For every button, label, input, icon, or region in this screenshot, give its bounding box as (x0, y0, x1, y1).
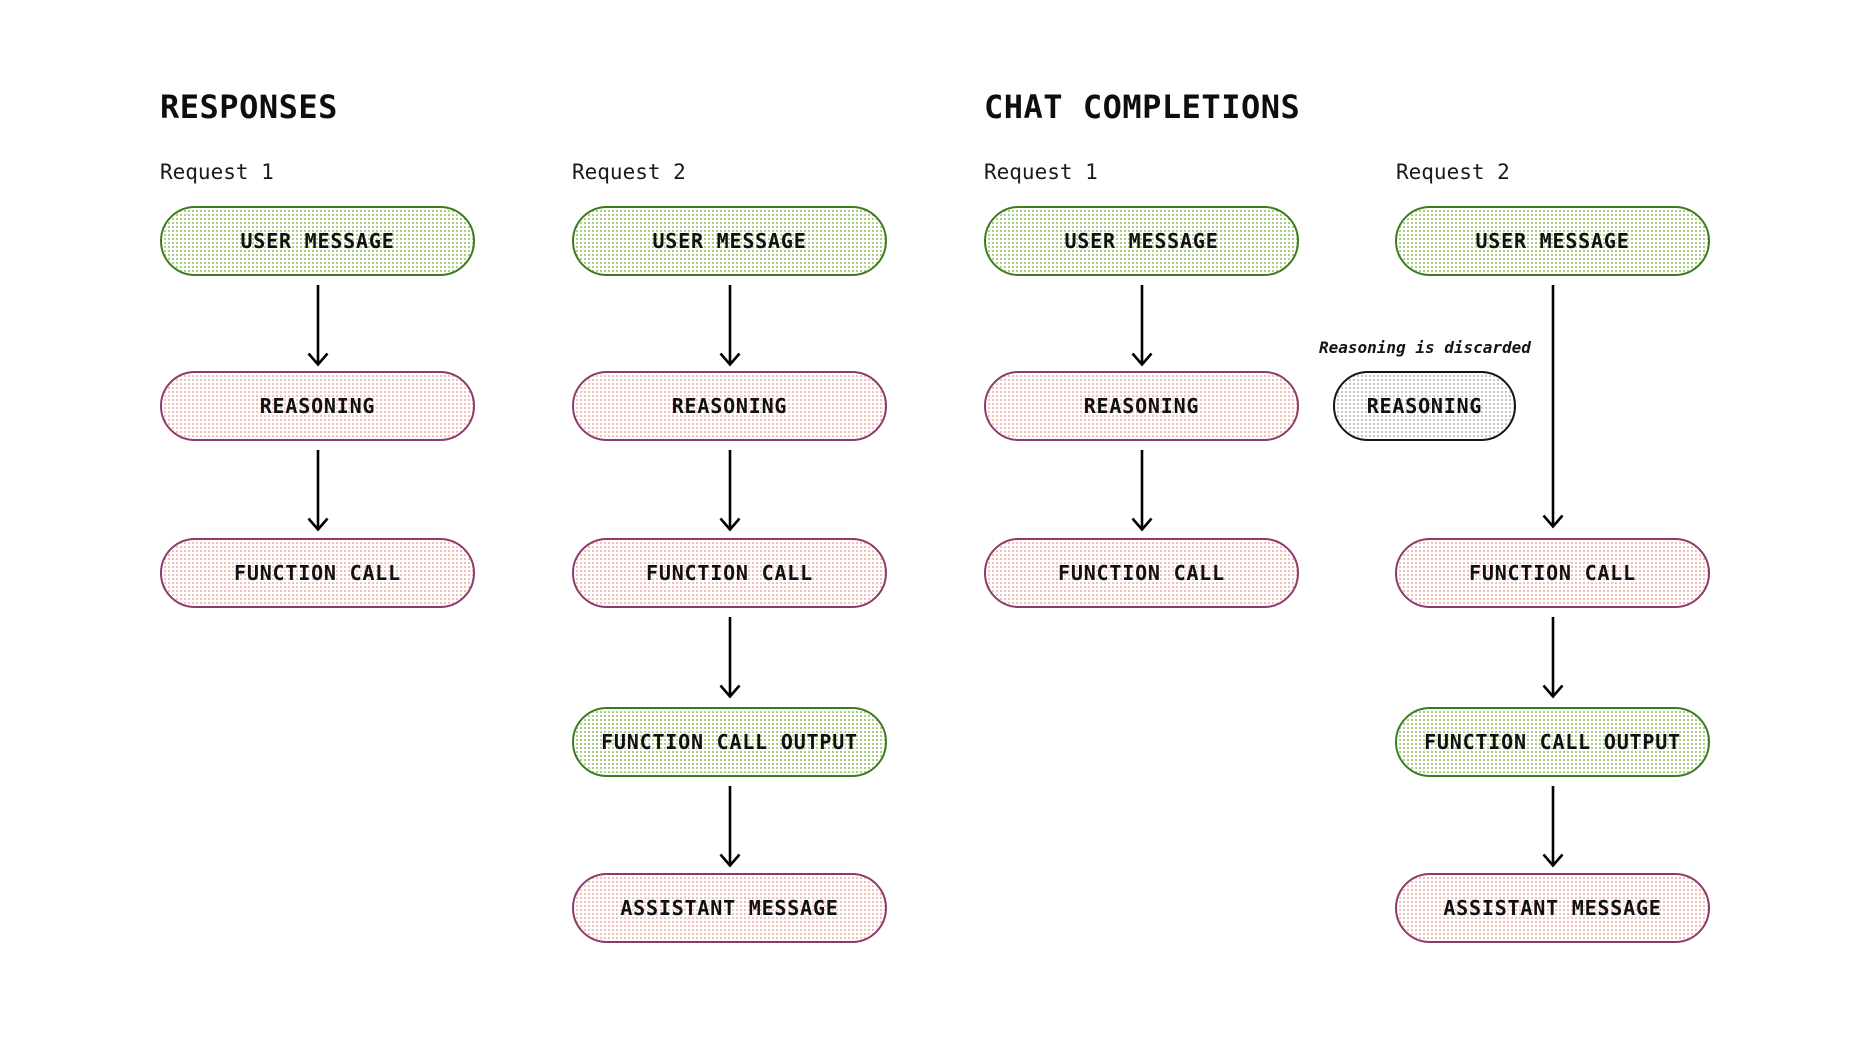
node-function-call-output: FUNCTION CALL OUTPUT (1395, 707, 1710, 777)
arrow-down-icon (719, 786, 741, 868)
node-label: REASONING (671, 394, 788, 418)
node-label: FUNCTION CALL OUTPUT (601, 730, 858, 754)
request-label-responses-1: Request 1 (160, 160, 274, 184)
node-reasoning: REASONING (572, 371, 887, 441)
section-title-chat-completions: CHAT COMPLETIONS (984, 88, 1301, 126)
arrow-down-icon (307, 450, 329, 532)
arrow-down-icon (307, 285, 329, 367)
node-function-call-output: FUNCTION CALL OUTPUT (572, 707, 887, 777)
arrow-down-icon (719, 617, 741, 699)
node-reasoning: REASONING (984, 371, 1299, 441)
node-label: FUNCTION CALL (1469, 561, 1636, 585)
node-function-call: FUNCTION CALL (160, 538, 475, 608)
node-label: REASONING (1083, 394, 1200, 418)
arrow-down-icon (1131, 285, 1153, 367)
arrow-down-icon (1131, 450, 1153, 532)
arrow-down-icon (1542, 786, 1564, 868)
annotation-reasoning-discarded: Reasoning is discarded (1319, 338, 1531, 357)
node-assistant-message: ASSISTANT MESSAGE (572, 873, 887, 943)
node-label: USER MESSAGE (1064, 229, 1219, 253)
node-reasoning: REASONING (160, 371, 475, 441)
node-function-call: FUNCTION CALL (984, 538, 1299, 608)
arrow-down-icon (719, 450, 741, 532)
node-assistant-message: ASSISTANT MESSAGE (1395, 873, 1710, 943)
request-label-chat-2: Request 2 (1396, 160, 1510, 184)
node-user-message: USER MESSAGE (1395, 206, 1710, 276)
request-label-chat-1: Request 1 (984, 160, 1098, 184)
node-label: FUNCTION CALL OUTPUT (1424, 730, 1681, 754)
node-user-message: USER MESSAGE (984, 206, 1299, 276)
node-label: ASSISTANT MESSAGE (1443, 896, 1662, 920)
request-label-responses-2: Request 2 (572, 160, 686, 184)
node-user-message: USER MESSAGE (572, 206, 887, 276)
section-title-responses: RESPONSES (160, 88, 338, 126)
node-label: FUNCTION CALL (646, 561, 813, 585)
node-function-call: FUNCTION CALL (1395, 538, 1710, 608)
node-function-call: FUNCTION CALL (572, 538, 887, 608)
node-label: REASONING (1366, 394, 1483, 418)
arrow-down-icon (1542, 617, 1564, 699)
node-label: ASSISTANT MESSAGE (620, 896, 839, 920)
node-reasoning-discarded: REASONING (1333, 371, 1516, 441)
node-label: USER MESSAGE (240, 229, 395, 253)
node-label: USER MESSAGE (1475, 229, 1630, 253)
node-label: USER MESSAGE (652, 229, 807, 253)
arrow-down-long-icon (1542, 285, 1564, 529)
node-label: FUNCTION CALL (1058, 561, 1225, 585)
arrow-down-icon (719, 285, 741, 367)
node-label: REASONING (259, 394, 376, 418)
node-user-message: USER MESSAGE (160, 206, 475, 276)
node-label: FUNCTION CALL (234, 561, 401, 585)
